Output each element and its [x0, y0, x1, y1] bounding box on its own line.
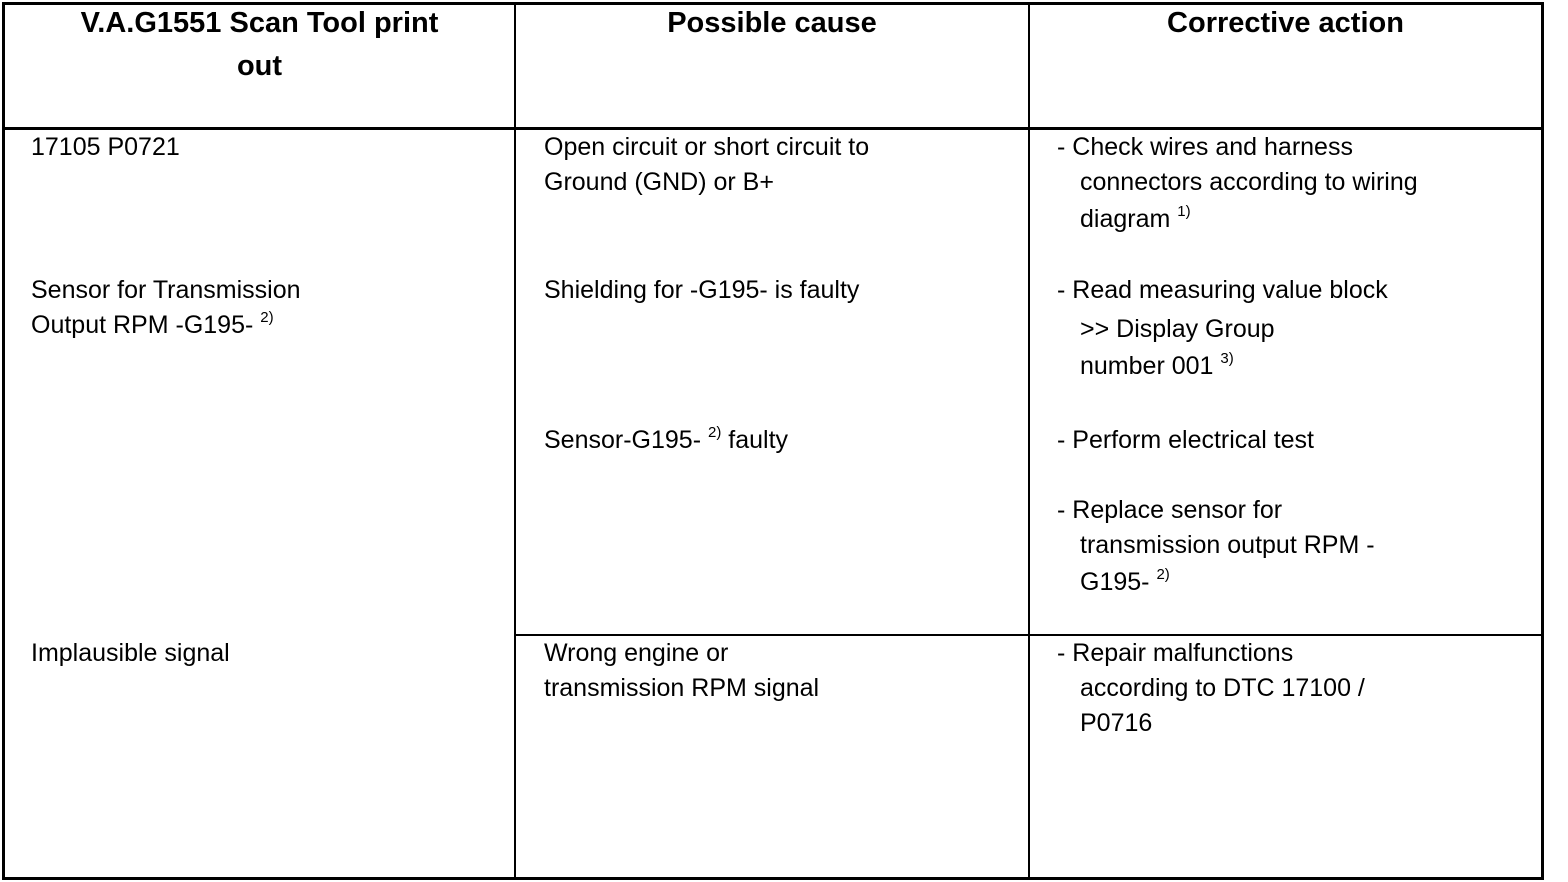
- action-read-block-line1: - Read measuring value block: [1057, 276, 1388, 304]
- header-possible-cause: Possible cause: [667, 7, 877, 39]
- sensor-name-line1: Sensor for Transmission: [31, 276, 301, 304]
- sensor-name-text: Output RPM -G195-: [31, 311, 254, 339]
- action-check-wires-line3: diagram 1): [1057, 202, 1418, 237]
- cause-wrong-rpm-line2: transmission RPM signal: [544, 674, 820, 702]
- action-replace-sensor: - Replace sensor for transmission output…: [1057, 493, 1375, 600]
- header-scan-tool: V.A.G1551 Scan Tool print out: [5, 2, 514, 88]
- sensor-name-line2: Output RPM -G195- 2): [31, 308, 301, 343]
- action-check-wires-line1: - Check wires and harness: [1057, 133, 1353, 161]
- dtc-code: 17105 P0721: [31, 133, 180, 161]
- action-read-block-line2: >> Display Group: [1080, 315, 1275, 343]
- action-replace-sensor-footnote: 2): [1156, 566, 1170, 583]
- action-replace-sensor-line3: G195- 2): [1057, 565, 1375, 600]
- cause-shielding: Shielding for -G195- is faulty: [544, 276, 860, 304]
- header-scan-tool-line1: V.A.G1551 Scan Tool print: [80, 7, 439, 39]
- implausible-signal: Implausible signal: [31, 639, 230, 667]
- action-repair-line3: P0716: [1080, 709, 1153, 737]
- cause-sensor-suffix: faulty: [721, 426, 789, 454]
- cause-sensor-text: Sensor-G195-: [544, 426, 702, 454]
- header-scan-tool-line2: out: [236, 50, 283, 82]
- cause-open-circuit-line2: Ground (GND) or B+: [544, 168, 774, 196]
- cause-sensor-footnote: 2): [707, 424, 722, 441]
- cause-wrong-rpm-line1: Wrong engine or: [544, 639, 729, 667]
- action-repair-line1: - Repair malfunctions: [1057, 639, 1294, 667]
- action-check-wires-line2: connectors according to wiring: [1080, 168, 1418, 196]
- column-separator-1: [514, 2, 516, 880]
- cause-wrong-rpm: Wrong engine or transmission RPM signal: [544, 636, 819, 706]
- column-separator-2: [1028, 2, 1030, 880]
- border-top: [3, 2, 1544, 5]
- action-read-block-text: number 001: [1080, 352, 1214, 380]
- sensor-name: Sensor for Transmission Output RPM -G195…: [31, 273, 301, 343]
- border-bottom: [3, 877, 1544, 880]
- header-separator: [3, 127, 1544, 130]
- header-corrective-action: Corrective action: [1167, 7, 1404, 39]
- border-right: [1541, 2, 1544, 880]
- action-check-wires-text: diagram: [1080, 205, 1171, 233]
- action-replace-sensor-line1: - Replace sensor for: [1057, 496, 1283, 524]
- cause-sensor-faulty: Sensor-G195- 2) faulty: [544, 423, 788, 458]
- cause-open-circuit: Open circuit or short circuit to Ground …: [544, 130, 869, 200]
- action-replace-sensor-line2: transmission output RPM -: [1080, 531, 1375, 559]
- action-replace-sensor-text: G195-: [1080, 568, 1150, 596]
- action-check-wires-footnote: 1): [1177, 203, 1191, 220]
- border-left: [2, 2, 5, 880]
- cause-open-circuit-line1: Open circuit or short circuit to: [544, 133, 870, 161]
- action-read-block-line3: number 001 3): [1057, 349, 1388, 384]
- sensor-footnote: 2): [260, 309, 274, 326]
- action-electrical-test: - Perform electrical test: [1057, 426, 1315, 454]
- action-read-block: - Read measuring value block >> Display …: [1057, 273, 1388, 384]
- action-check-wires: - Check wires and harness connectors acc…: [1057, 130, 1418, 237]
- action-read-block-footnote: 3): [1220, 350, 1234, 367]
- row-separator: [515, 634, 1544, 636]
- action-repair-malfunctions: - Repair malfunctions according to DTC 1…: [1057, 636, 1365, 741]
- action-repair-line2: according to DTC 17100 /: [1080, 674, 1365, 702]
